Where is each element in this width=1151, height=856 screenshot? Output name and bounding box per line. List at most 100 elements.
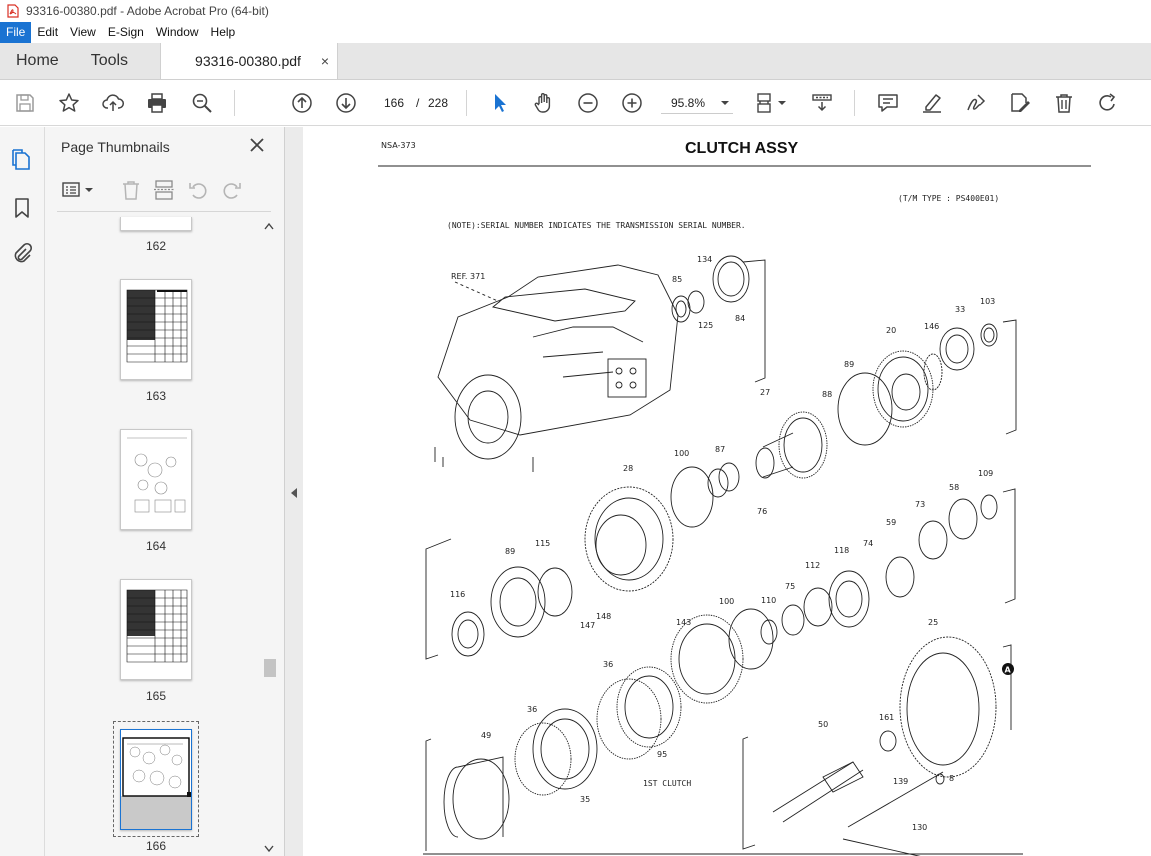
- bookmark-icon[interactable]: [11, 197, 33, 219]
- print-icon[interactable]: [145, 91, 169, 115]
- part-number-labels: 85 134 125 84 103 33 20 146 89 88 27 100…: [450, 255, 995, 832]
- menu-window[interactable]: Window: [155, 25, 199, 39]
- part-label: 75: [785, 582, 795, 591]
- zoom-level-value: 95.8%: [671, 95, 706, 110]
- page-title: CLUTCH ASSY: [685, 140, 799, 157]
- menu-file[interactable]: File: [0, 22, 32, 43]
- tab-bar: Home Tools 93316-00380.pdf ×: [0, 43, 1151, 80]
- page-up-icon[interactable]: [290, 91, 314, 115]
- left-navigation-strip: [0, 127, 45, 856]
- gear-20-drawing: [837, 350, 943, 446]
- attachment-icon[interactable]: [11, 242, 33, 264]
- part-label: 58: [949, 483, 959, 492]
- upper-seal-group: [671, 255, 1017, 435]
- panel-divider: [57, 211, 271, 212]
- acrobat-logo-icon: [7, 4, 19, 18]
- part-label: 95: [657, 750, 667, 759]
- tm-type-label: (T/M TYPE : PS400E01): [898, 194, 999, 203]
- tab-document[interactable]: 93316-00380.pdf ×: [160, 43, 339, 79]
- edit-pdf-icon[interactable]: [1008, 91, 1032, 115]
- star-icon[interactable]: [57, 91, 81, 115]
- document-page: NSA-373 CLUTCH ASSY (T/M TYPE : PS400E01…: [378, 140, 1091, 856]
- part-label: 88: [822, 390, 832, 399]
- page-thumbnails-icon[interactable]: [11, 149, 33, 171]
- collapse-panel-icon[interactable]: [290, 487, 298, 499]
- thumbnail-page-163[interactable]: [120, 279, 192, 380]
- sign-icon[interactable]: [964, 91, 988, 115]
- toolbar: / 228 95.8%: [0, 80, 1151, 126]
- tab-tools[interactable]: Tools: [90, 52, 129, 69]
- redo-icon[interactable]: [1096, 91, 1120, 115]
- thumbnail-label: 166: [145, 839, 167, 853]
- menu-view[interactable]: View: [70, 25, 96, 39]
- thumbnail-page-165[interactable]: [120, 579, 192, 680]
- thumbnail-label: 162: [145, 239, 167, 253]
- part-label: 89: [505, 547, 515, 556]
- upload-icon[interactable]: [101, 91, 125, 115]
- zoom-out-icon[interactable]: [576, 91, 600, 115]
- extract-page-icon[interactable]: [153, 179, 175, 201]
- middle-bearing-group: [425, 488, 1016, 660]
- part-label: 27: [760, 388, 770, 397]
- rotate-left-icon[interactable]: [187, 179, 209, 201]
- title-bar: 93316-00380.pdf - Adobe Acrobat Pro (64-…: [0, 0, 1151, 22]
- panel-splitter[interactable]: [285, 127, 303, 856]
- window-title: 93316-00380.pdf - Adobe Acrobat Pro (64-…: [26, 4, 269, 18]
- part-label: 36: [527, 705, 537, 714]
- part-label: 36: [603, 660, 613, 669]
- thumbnail-page-162[interactable]: [120, 217, 192, 231]
- callout-a-marker: [1002, 663, 1014, 675]
- thumbnail-scrollbar[interactable]: [262, 219, 276, 856]
- ref-label: REF. 371: [451, 272, 485, 281]
- menu-help[interactable]: Help: [210, 25, 236, 39]
- part-label: 28: [623, 464, 633, 473]
- serial-note: (NOTE):SERIAL NUMBER INDICATES THE TRANS…: [447, 221, 746, 230]
- close-tab-icon[interactable]: ×: [320, 53, 330, 69]
- zoom-in-icon[interactable]: [620, 91, 644, 115]
- page-separator: /: [416, 96, 420, 110]
- zoom-search-icon[interactable]: [190, 91, 214, 115]
- close-panel-icon[interactable]: [247, 135, 267, 155]
- page-number-input[interactable]: [376, 92, 412, 114]
- comment-icon[interactable]: [876, 91, 900, 115]
- hand-tool-icon[interactable]: [532, 91, 556, 115]
- part-label: 139: [893, 777, 908, 786]
- scroll-mode-icon[interactable]: [810, 91, 834, 115]
- select-cursor-icon[interactable]: [488, 91, 512, 115]
- part-label: 148: [596, 612, 611, 621]
- menu-bar: File Edit View E-Sign Window Help: [0, 22, 1151, 43]
- scrollbar-thumb[interactable]: [264, 659, 276, 677]
- zoom-level-select[interactable]: 95.8%: [661, 92, 733, 114]
- document-view[interactable]: NSA-373 CLUTCH ASSY (T/M TYPE : PS400E01…: [303, 127, 1151, 856]
- part-label: 112: [805, 561, 820, 570]
- panel-title: Page Thumbnails: [61, 139, 170, 155]
- part-label: 103: [980, 297, 995, 306]
- thumbnail-page-166[interactable]: [120, 729, 192, 830]
- page-down-icon[interactable]: [334, 91, 358, 115]
- page-total: 228: [428, 96, 449, 110]
- rotate-right-icon[interactable]: [221, 179, 243, 201]
- part-label: 100: [719, 597, 734, 606]
- thumbnail-label: 164: [145, 539, 167, 553]
- part-label: 25: [928, 618, 938, 627]
- save-icon[interactable]: [13, 91, 37, 115]
- part-label: 20: [886, 326, 896, 335]
- menu-esign[interactable]: E-Sign: [107, 25, 144, 39]
- tab-home[interactable]: Home: [16, 52, 59, 69]
- trash-icon[interactable]: [1052, 91, 1076, 115]
- part-label: 110: [761, 596, 776, 605]
- options-menu-icon[interactable]: [61, 179, 95, 201]
- part-label: 118: [834, 546, 849, 555]
- part-label: 130: [912, 823, 927, 832]
- callout-a-label: A: [1005, 666, 1012, 675]
- thumbnail-page-164[interactable]: [120, 429, 192, 530]
- part-label: 134: [697, 255, 712, 264]
- menu-edit[interactable]: Edit: [37, 25, 59, 39]
- highlight-pen-icon[interactable]: [920, 91, 944, 115]
- part-label: 89: [844, 360, 854, 369]
- delete-page-icon[interactable]: [120, 179, 142, 201]
- clutch-pack-drawing: [425, 608, 774, 851]
- thumbnail-selection-frame: [113, 721, 199, 837]
- part-label: 50: [818, 720, 828, 729]
- page-display-icon[interactable]: [756, 91, 792, 115]
